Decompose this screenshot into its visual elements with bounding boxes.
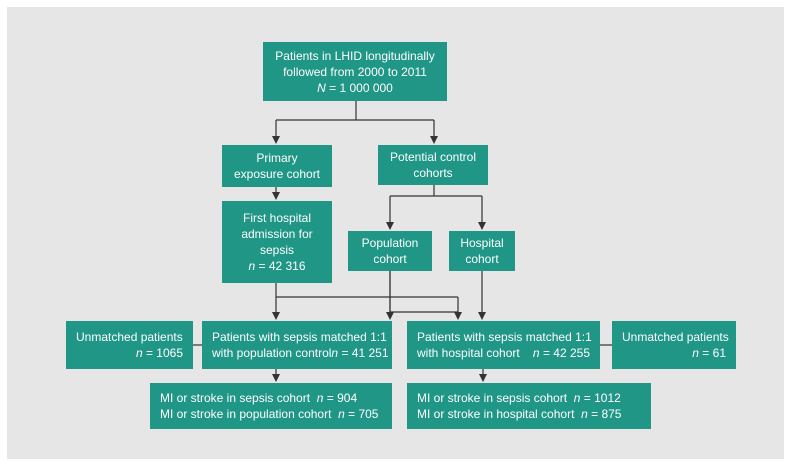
root-total: N = 1 000 000 — [317, 80, 393, 95]
unmatched-left-box: Unmatched patients n = 1065 — [66, 321, 193, 369]
root-line1: Patients in LHID longitudinally — [275, 48, 435, 63]
matched-population-box: Patients with sepsis matched 1:1 with po… — [202, 321, 392, 369]
matched-hospital-box: Patients with sepsis matched 1:1 with ho… — [407, 321, 600, 369]
connector-control-split — [390, 185, 482, 197]
connector-pop-cohort — [389, 271, 458, 313]
primary-exposure-box: Primary exposure cohort — [222, 145, 332, 187]
outcome-population-box: MI or stroke in sepsis cohort n = 904 MI… — [150, 383, 392, 429]
first-admission-box: First hospital admission for sepsis n = … — [222, 201, 332, 283]
outcome-hospital-box: MI or stroke in sepsis cohort n = 1012 M… — [407, 383, 651, 429]
hospital-cohort-box: Hospital cohort — [449, 231, 515, 271]
connector-root-split — [276, 101, 434, 121]
unmatched-right-box: Unmatched patients n = 61 — [612, 321, 736, 369]
population-cohort-box: Population cohort — [348, 231, 432, 271]
root-box: Patients in LHID longitudinally followed… — [263, 42, 447, 101]
potential-control-box: Potential control cohorts — [378, 145, 488, 185]
root-line2: followed from 2000 to 2011 — [283, 64, 427, 79]
